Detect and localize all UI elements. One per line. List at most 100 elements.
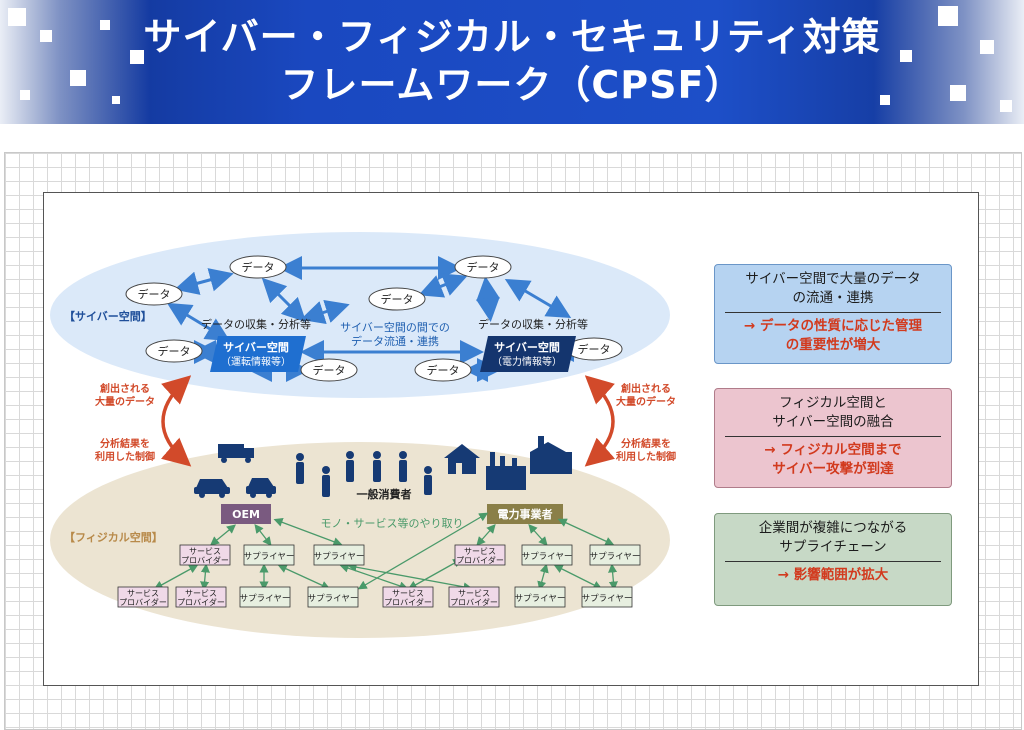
banner-square <box>130 50 144 64</box>
box-impact-line: → フィジカル空間まで <box>764 442 902 458</box>
data-node: データ <box>229 255 287 279</box>
goods-exchange-label: モノ・サービス等のやり取り <box>321 516 464 530</box>
cyber-space-left-box: サイバー空間 （運転情報等） <box>210 336 306 372</box>
person-icon <box>399 451 407 482</box>
supplier-box: サプライヤー <box>521 544 573 566</box>
svg-text:サプライヤー: サプライヤー <box>582 594 633 604</box>
svg-text:サプライヤー: サプライヤー <box>240 594 291 604</box>
supplier-box: サプライヤー <box>243 544 295 566</box>
box-impact: → フィジカル空間まで サイバー攻撃が到達 <box>715 437 951 485</box>
supplier-box: サプライヤー <box>313 544 365 566</box>
svg-text:サプライヤー: サプライヤー <box>522 552 573 562</box>
collect-analyze-left: データの収集・分析等 <box>201 317 311 331</box>
right-loop-arrow <box>584 375 616 467</box>
supplier-box: サプライヤー <box>239 586 291 608</box>
data-node: データ <box>454 255 512 279</box>
data-node: データ <box>300 358 358 382</box>
box-impact-line: サイバー攻撃が到達 <box>772 461 894 477</box>
svg-text:サイバー空間: サイバー空間 <box>494 340 560 354</box>
cyber-physical-fusion-box: フィジカル空間と サイバー空間の融合 → フィジカル空間まで サイバー攻撃が到達 <box>714 388 952 488</box>
car-icon <box>194 479 230 498</box>
svg-text:利用した制御: 利用した制御 <box>95 450 155 463</box>
service-provider-box: サービス プロバイダー <box>179 544 231 566</box>
box-heading-line: 企業間が複雑につながる <box>758 520 908 536</box>
svg-text:データ: データ <box>467 260 500 274</box>
box-heading: 企業間が複雑につながる サプライチェーン <box>715 514 951 561</box>
banner-square <box>1000 100 1012 112</box>
supplier-box: サプライヤー <box>307 586 359 608</box>
svg-text:プロバイダー: プロバイダー <box>384 597 432 607</box>
supply-chain-box: 企業間が複雑につながる サプライチェーン → 影響範囲が拡大 <box>714 513 952 606</box>
data-node: データ <box>368 287 426 311</box>
banner-square <box>980 40 994 54</box>
cyber-flow-line-2: データ流通・連携 <box>351 334 439 348</box>
power-plant-icon <box>530 436 572 474</box>
supplier-box: サプライヤー <box>514 586 566 608</box>
box-impact-line: の重要性が増大 <box>785 337 881 353</box>
svg-text:サービス: サービス <box>185 589 217 598</box>
svg-text:OEM: OEM <box>232 508 260 521</box>
service-provider-box: サービス プロバイダー <box>448 586 500 608</box>
person-icon <box>296 453 304 484</box>
svg-text:サプライヤー: サプライヤー <box>244 552 295 562</box>
banner-square <box>100 20 110 30</box>
person-icon <box>322 466 330 497</box>
data-node: データ <box>145 339 203 363</box>
service-provider-box: サービス プロバイダー <box>117 586 169 608</box>
oem-box: OEM <box>221 504 271 524</box>
person-icon <box>424 466 432 495</box>
cyber-space-label: 【サイバー空間】 <box>64 309 152 323</box>
page-title-line-2: フレームワーク（CPSF） <box>280 63 744 107</box>
svg-text:サプライヤー: サプライヤー <box>590 552 641 562</box>
person-icon <box>346 451 354 482</box>
svg-text:データ: データ <box>427 363 460 377</box>
svg-text:プロバイダー: プロバイダー <box>177 597 225 607</box>
car-icon <box>246 478 276 498</box>
page-title-line-1: サイバー・フィジカル・セキュリティ対策 <box>143 15 881 59</box>
data-nodes: データ データ データ データ データ データ データ データ <box>125 255 623 382</box>
box-impact: → データの性質に応じた管理 の重要性が増大 <box>715 313 951 361</box>
box-heading: サイバー空間で大量のデータ の流通・連携 <box>715 265 951 312</box>
svg-text:サプライヤー: サプライヤー <box>515 594 566 604</box>
data-node: データ <box>565 337 623 361</box>
svg-text:サプライヤー: サプライヤー <box>308 594 359 604</box>
banner-square <box>880 95 890 105</box>
person-icon <box>373 451 381 482</box>
supplier-box: サプライヤー <box>589 544 641 566</box>
banner-square <box>40 30 52 42</box>
svg-text:（電力情報等）: （電力情報等） <box>492 355 562 368</box>
supplier-box: サプライヤー <box>581 586 633 608</box>
svg-text:分析結果を: 分析結果を <box>621 437 671 450</box>
svg-text:サービス: サービス <box>464 547 496 556</box>
svg-text:サービス: サービス <box>189 547 221 556</box>
svg-text:データ: データ <box>578 342 611 356</box>
svg-text:データ: データ <box>313 363 346 377</box>
box-heading-line: の流通・連携 <box>792 290 874 306</box>
data-node: データ <box>125 282 183 306</box>
factory-icon <box>486 452 526 490</box>
box-impact-line: → 影響範囲が拡大 <box>777 567 889 583</box>
banner-square <box>20 90 30 100</box>
cyber-data-flow-box: サイバー空間で大量のデータ の流通・連携 → データの性質に応じた管理 の重要性… <box>714 264 952 364</box>
svg-text:サービス: サービス <box>392 589 424 598</box>
box-heading-line: サプライチェーン <box>779 539 887 555</box>
collect-analyze-right: データの収集・分析等 <box>478 317 588 331</box>
physical-space-label: 【フィジカル空間】 <box>64 530 163 544</box>
svg-text:プロバイダー: プロバイダー <box>181 555 229 565</box>
svg-text:サービス: サービス <box>127 589 159 598</box>
svg-text:（運転情報等）: （運転情報等） <box>221 355 291 368</box>
svg-text:データ: データ <box>242 260 275 274</box>
banner-square <box>112 96 120 104</box>
svg-text:サービス: サービス <box>458 589 490 598</box>
truck-icon <box>218 444 254 463</box>
svg-text:利用した制御: 利用した制御 <box>616 450 676 463</box>
banner-square <box>938 6 958 26</box>
data-node: データ <box>414 358 472 382</box>
box-heading-line: サイバー空間で大量のデータ <box>745 271 921 287</box>
header-banner: サイバー・フィジカル・セキュリティ対策 フレームワーク（CPSF） <box>0 0 1024 124</box>
banner-square <box>900 50 912 62</box>
house-icon <box>444 444 480 474</box>
service-provider-box: サービス プロバイダー <box>175 586 227 608</box>
left-loop-arrow <box>160 375 192 467</box>
